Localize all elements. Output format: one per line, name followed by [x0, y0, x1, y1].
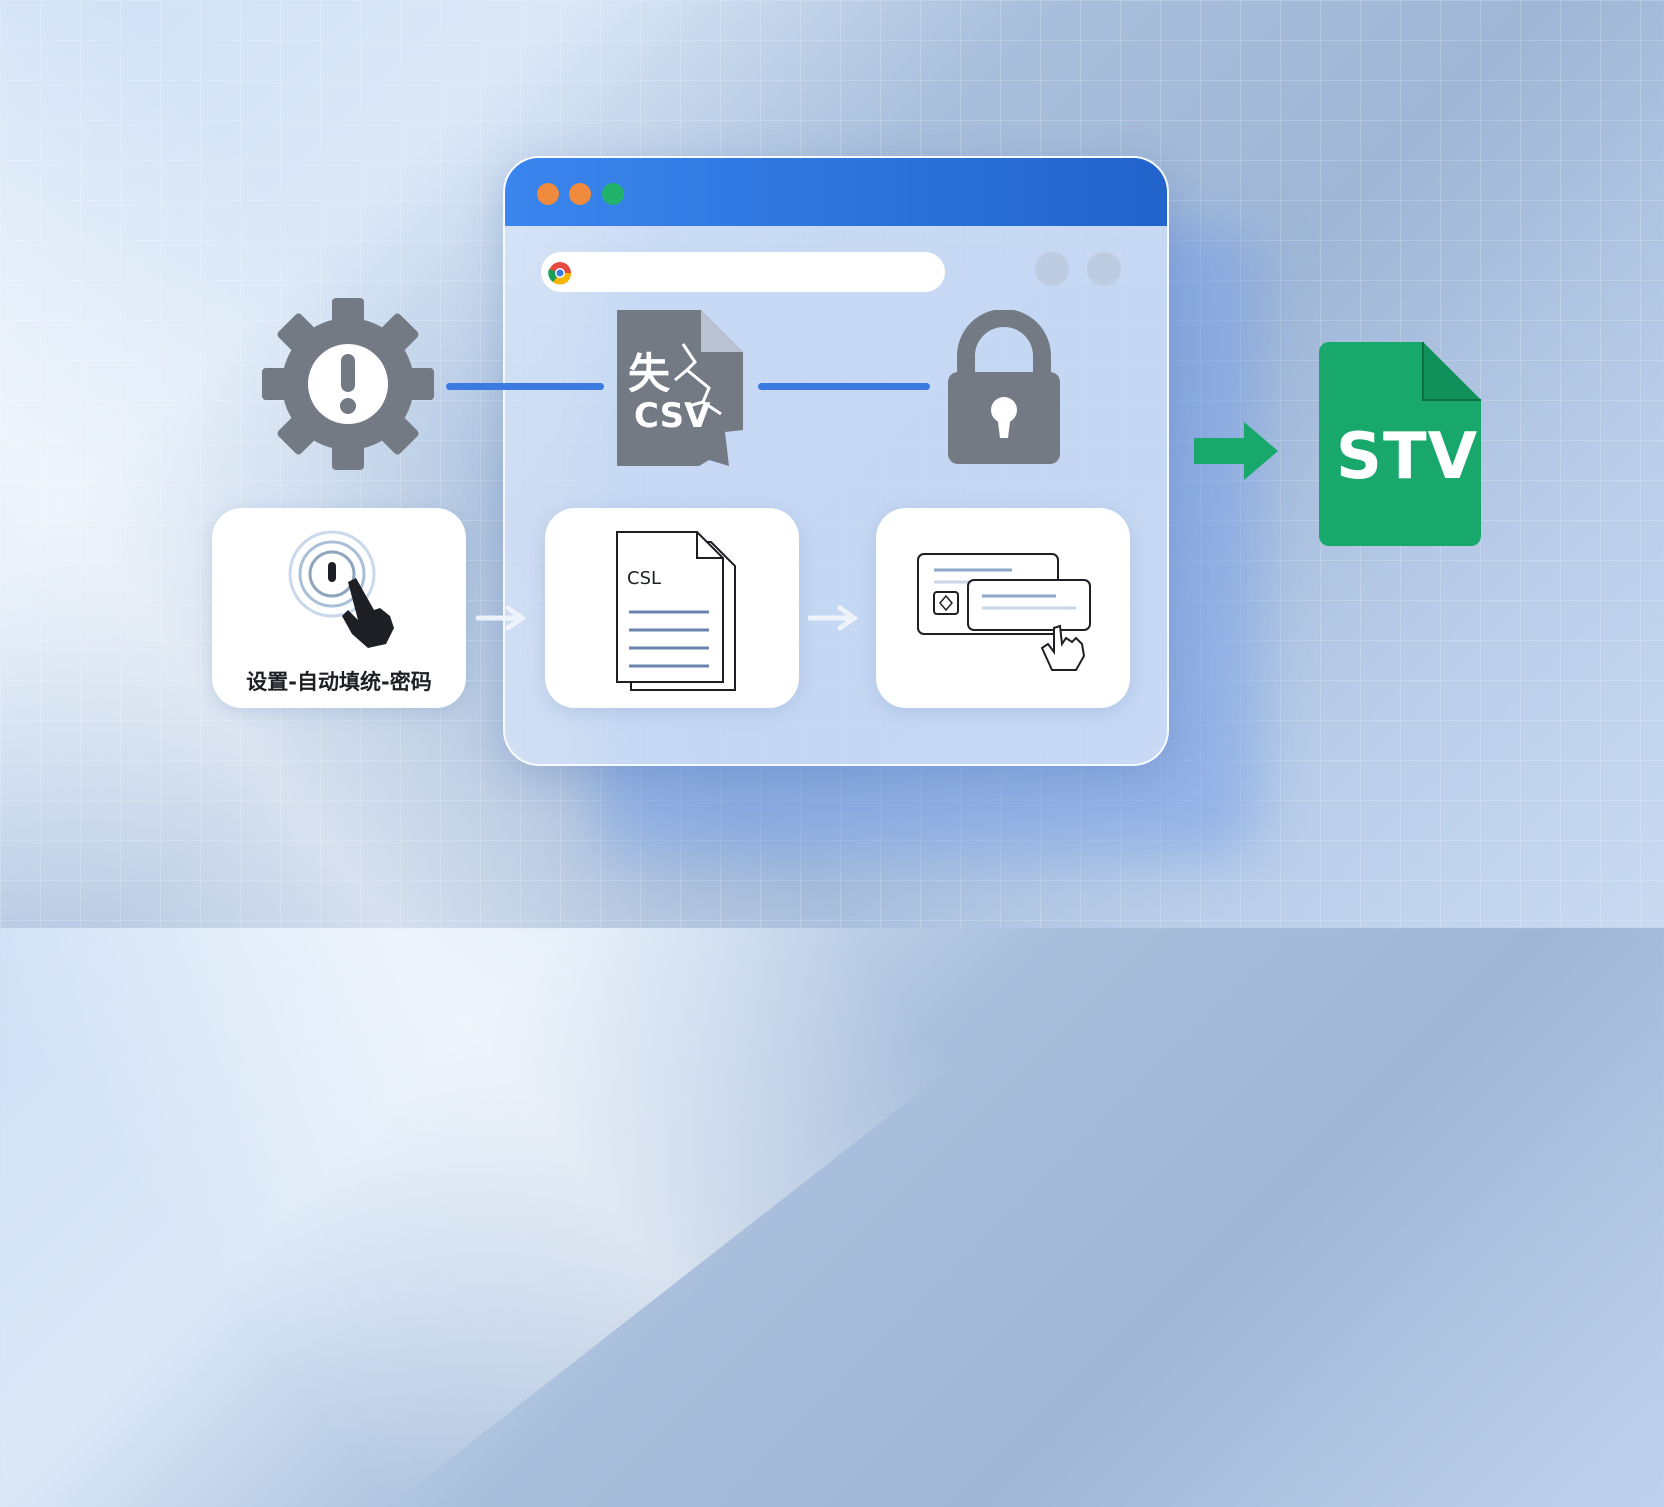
step-card-settings[interactable]: 设置-自动填统-密码: [212, 508, 466, 708]
connector-line-2: [758, 383, 930, 390]
document-label: CSL: [627, 568, 662, 589]
broken-csv-file-icon: [617, 310, 743, 466]
minimize-dot[interactable]: [569, 183, 591, 205]
stv-file-icon: [1319, 342, 1481, 546]
broken-file-label: CSV: [634, 396, 711, 436]
flow-arrow-2: [808, 605, 859, 631]
toolbar-button-2[interactable]: [1087, 252, 1121, 286]
password-cards-icon: [917, 553, 1091, 671]
connector-line-1: [446, 383, 604, 390]
document-icon: [616, 531, 736, 691]
gear-warning-icon: [262, 298, 434, 470]
flow-arrow-1: [476, 605, 527, 631]
settings-path-label: 设置-自动填统-密码: [246, 670, 432, 694]
step-card-password-export[interactable]: [876, 508, 1130, 708]
padlock-icon: [948, 310, 1060, 464]
tap-warning-icon: [288, 530, 394, 648]
step-card-document[interactable]: CSL: [545, 508, 799, 708]
right-arrow-icon: [1194, 422, 1278, 480]
window-titlebar: [505, 158, 1167, 226]
toolbar-button-1[interactable]: [1035, 252, 1069, 286]
address-bar[interactable]: [541, 252, 945, 292]
browser-logo-icon: [548, 262, 572, 285]
stv-file-label: STV: [1335, 420, 1479, 494]
maximize-dot[interactable]: [602, 183, 624, 205]
broken-file-glyph: 失: [628, 349, 671, 398]
close-dot[interactable]: [537, 183, 559, 205]
